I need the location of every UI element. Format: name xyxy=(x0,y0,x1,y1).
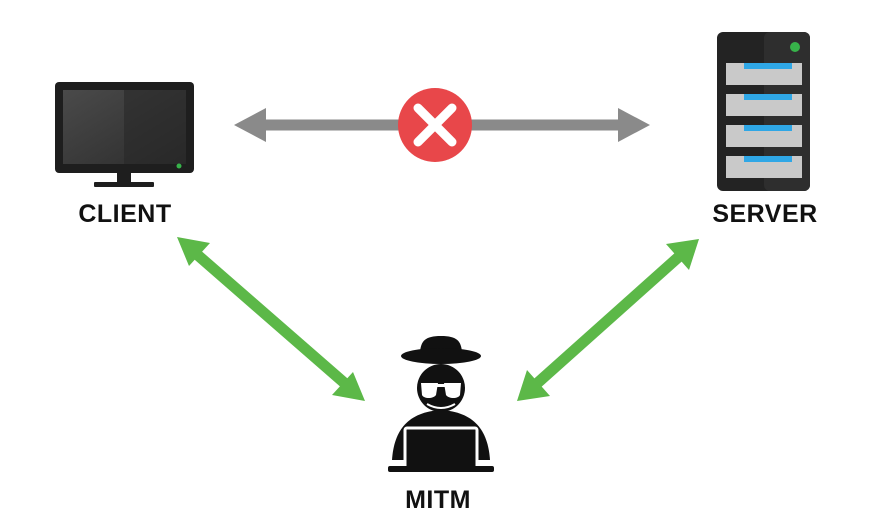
server-label: SERVER xyxy=(712,200,818,228)
mitm-label: MITM xyxy=(405,486,471,514)
server-rack-icon xyxy=(717,32,810,191)
monitor-icon xyxy=(55,82,194,187)
hacker-icon xyxy=(388,336,494,472)
server-mitm-link xyxy=(517,239,699,401)
client-mitm-link xyxy=(177,237,365,401)
client-label: CLIENT xyxy=(78,200,172,228)
close-icon xyxy=(398,88,472,162)
